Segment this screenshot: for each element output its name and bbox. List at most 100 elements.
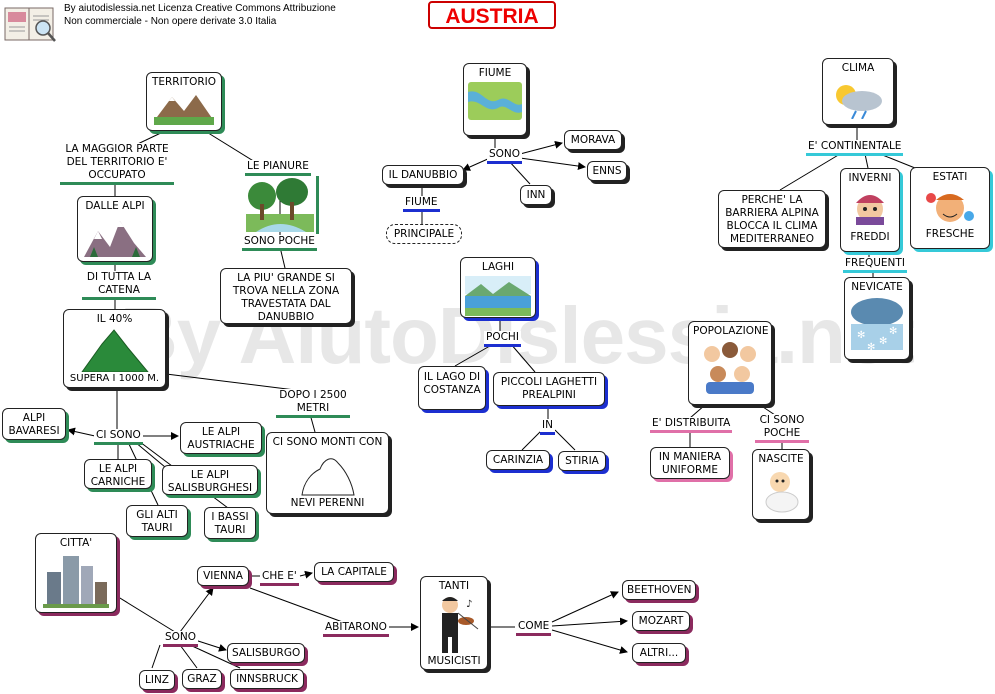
alps-icon: [84, 221, 146, 257]
carinzia-node[interactable]: CARINZIA: [486, 450, 550, 470]
lake-icon: [465, 276, 531, 316]
pianura-grande-node[interactable]: LA PIU' GRANDE SI TROVA NELLA ZONA TRAVE…: [220, 268, 352, 324]
baby-icon: [765, 472, 799, 513]
linz-node[interactable]: LINZ: [139, 670, 175, 690]
principale-node[interactable]: PRINCIPALE: [386, 224, 462, 244]
bassi-tauri-node[interactable]: I BASSI TAURI: [204, 507, 256, 539]
fiume-node[interactable]: FIUME: [463, 63, 527, 136]
credit-line-1: By aiutodislessia.net Licenza Creative C…: [64, 3, 336, 14]
alpi-bavaresi-node[interactable]: ALPI BAVARESI: [2, 408, 66, 440]
popolazione-node[interactable]: POPOLAZIONE: [688, 321, 772, 405]
book-logo-icon: [4, 7, 56, 42]
trees-plain-icon: [246, 178, 314, 232]
fiume-title: FIUME: [478, 67, 512, 79]
come-label: COME: [516, 620, 552, 636]
snowy-mountain-icon: [300, 458, 355, 496]
page-title: AUSTRIA: [428, 1, 556, 29]
stiria-node[interactable]: STIRIA: [558, 451, 606, 471]
dalle-alpi-node[interactable]: DALLE ALPI: [77, 196, 153, 262]
citta-node[interactable]: CITTA': [35, 533, 117, 613]
lago-costanza-node[interactable]: IL LAGO DI COSTANZA: [418, 366, 486, 410]
svg-text:✻: ✻: [889, 326, 897, 337]
freddi-label: FREDDI: [850, 231, 890, 243]
monti-bottom-label: NEVI PERENNI: [290, 497, 365, 509]
tanti-label: TANTI: [438, 580, 470, 592]
svg-text:✻: ✻: [857, 330, 865, 341]
barriera-node[interactable]: PERCHE' LA BARRIERA ALPINA BLOCCA IL CLI…: [718, 190, 826, 248]
danubbio-node[interactable]: IL DANUBBIO: [382, 165, 464, 185]
frequenti-label: FREQUENTI: [843, 257, 907, 273]
svg-text:♪: ♪: [466, 599, 472, 610]
people-group-icon: [704, 342, 756, 394]
fiume-fiume-label: FIUME: [403, 196, 440, 212]
river-icon: [468, 82, 522, 120]
supera-label: SUPERA I 1000 M.: [69, 373, 160, 384]
territorio-node[interactable]: TERRITORIO: [146, 72, 222, 131]
nascite-title: NASCITE: [758, 453, 804, 465]
citta-sono-label: SONO: [163, 631, 199, 647]
nevicate-node[interactable]: NEVICATE ✻✻ ✻✻: [844, 277, 910, 360]
ci-sono-poche-label: CI SONO POCHE: [755, 414, 809, 443]
city-buildings-icon: [43, 556, 109, 608]
altri-node[interactable]: ALTRI...: [632, 643, 686, 663]
citta-title: CITTA': [59, 537, 93, 549]
territorio-label: TERRITORIO: [151, 76, 217, 88]
nascite-node[interactable]: NASCITE: [752, 449, 810, 520]
territorio-maggior-parte: LA MAGGIOR PARTE DEL TERRITORIO E' OCCUP…: [60, 143, 174, 185]
musicisti-node[interactable]: TANTI ♪ MUSICISTI: [420, 576, 488, 670]
alpi-carniche-node[interactable]: LE ALPI CARNICHE: [84, 459, 152, 489]
credit-line-2: Non commerciale - Non opere derivate 3.0…: [64, 16, 277, 27]
estati-title: ESTATI: [932, 171, 968, 183]
weather-icon: [836, 85, 882, 119]
dalle-alpi-label: DALLE ALPI: [85, 200, 145, 212]
laghi-node[interactable]: LAGHI: [460, 257, 536, 318]
inverni-node[interactable]: INVERNI FREDDI: [840, 168, 900, 252]
il40-label: IL 40%: [96, 313, 133, 325]
violinist-icon: ♪: [442, 597, 479, 653]
summer-child-icon: [926, 193, 974, 222]
enns-node[interactable]: ENNS: [587, 161, 627, 181]
uniforme-node[interactable]: IN MANIERA UNIFORME: [650, 447, 730, 479]
vienna-node[interactable]: VIENNA: [197, 566, 249, 586]
di-tutta-la-catena: DI TUTTA LA CATENA: [82, 271, 156, 300]
book-logo: [3, 2, 57, 44]
alpi-salisburghesi-node[interactable]: LE ALPI SALISBURGHESI: [162, 465, 258, 495]
license-credit: By aiutodislessia.net Licenza Creative C…: [64, 2, 336, 28]
dopo-2500-metri: DOPO I 2500 METRI: [276, 389, 350, 418]
ci-sono-label: CI SONO: [94, 429, 143, 445]
snowfall-icon: ✻✻ ✻✻: [851, 298, 903, 352]
mountain-landscape-icon: [154, 95, 214, 125]
alpi-austriache-node[interactable]: LE ALPI AUSTRIACHE: [180, 422, 262, 454]
popolazione-title: POPOLAZIONE: [693, 325, 769, 337]
green-mountain-icon: [80, 329, 149, 372]
monti-nevi-perenni-node[interactable]: CI SONO MONTI CON NEVI PERENNI: [266, 432, 389, 514]
fresche-label: FRESCHE: [925, 228, 975, 240]
innsbruck-node[interactable]: INNSBRUCK: [230, 669, 304, 689]
clima-node[interactable]: CLIMA: [822, 58, 894, 125]
svg-text:✻: ✻: [867, 342, 875, 352]
continentale-label: E' CONTINENTALE: [806, 140, 904, 156]
le-pianure-label: LE PIANURE: [245, 160, 311, 176]
salisburgo-node[interactable]: SALISBURGO: [227, 643, 305, 663]
il40-node[interactable]: IL 40% SUPERA I 1000 M.: [63, 309, 166, 388]
fiume-sono-label: SONO: [487, 148, 523, 164]
che-e-label: CHE E': [260, 570, 299, 586]
inn-node[interactable]: INN: [520, 185, 552, 205]
musicisti-label: MUSICISTI: [427, 655, 481, 667]
graz-node[interactable]: GRAZ: [182, 669, 222, 689]
beethoven-node[interactable]: BEETHOVEN: [622, 580, 696, 600]
laghi-title: LAGHI: [481, 261, 515, 273]
piccoli-laghetti-node[interactable]: PICCOLI LAGHETTI PREALPINI: [493, 372, 605, 406]
alti-tauri-node[interactable]: GLI ALTI TAURI: [126, 505, 188, 537]
morava-node[interactable]: MORAVA: [564, 130, 622, 150]
sono-poche-label: SONO POCHE: [242, 235, 317, 251]
cold-child-icon: [856, 195, 884, 225]
estati-node[interactable]: ESTATI FRESCHE: [910, 167, 990, 249]
svg-text:✻: ✻: [879, 336, 887, 347]
in-label: IN: [540, 419, 555, 435]
capitale-node[interactable]: LA CAPITALE: [314, 562, 394, 582]
distribuita-label: E' DISTRIBUITA: [650, 417, 733, 433]
mozart-node[interactable]: MOZART: [632, 611, 690, 631]
pochi-label: POCHI: [484, 331, 521, 347]
nevicate-title: NEVICATE: [851, 281, 903, 293]
